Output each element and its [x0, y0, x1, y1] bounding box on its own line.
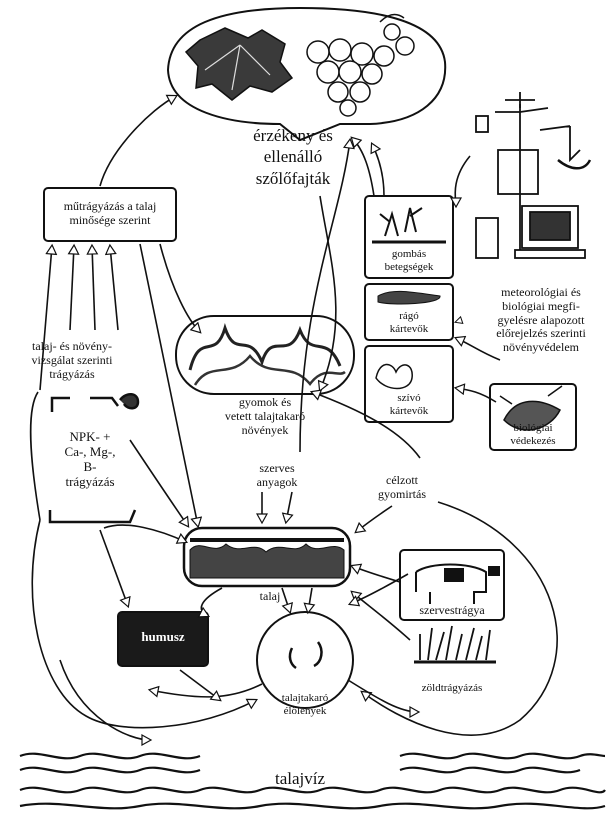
targeted-weeding-line: gyomirtás — [378, 486, 426, 501]
chewing-pests-line: kártevők — [389, 322, 429, 335]
manure-box — [399, 549, 505, 621]
groundwater-waves — [19, 752, 606, 810]
npk-bracket — [48, 393, 140, 524]
biological-control-label: biológiai védekezés — [490, 422, 576, 447]
grape-bunch-icon — [306, 13, 415, 117]
weeds-line: növények — [241, 422, 289, 437]
fertilizing-box — [43, 187, 177, 242]
biological-control-line: védekezés — [510, 434, 556, 447]
weeds-line: gyomok és — [238, 395, 292, 409]
groundwater-label: talajvíz — [274, 769, 326, 788]
fertilizing-label: műtrágyázás a talaj minősége szerint — [44, 199, 176, 228]
forecasting-line: előrejelzés szerinti — [496, 326, 586, 341]
weeds-label: gyomok és vetett talajtakaró növények — [176, 395, 354, 437]
fungal-label: gombás betegségek — [365, 248, 453, 273]
biocontrol-box — [489, 383, 577, 451]
fungal-line: gombás — [391, 248, 427, 260]
soil-organisms-line: talajtakaró — [281, 692, 329, 704]
sucking-pests-line: kártevők — [389, 404, 429, 417]
soil-box — [182, 526, 352, 588]
npk-line: NPK- + — [69, 429, 111, 444]
weeds-line: vetett talajtakaró — [224, 408, 306, 423]
weather-station-icon — [475, 92, 592, 259]
humus-box — [117, 611, 209, 667]
soil-plant-testing-label: talaj- és növény- vizsgálat szerinti trá… — [2, 339, 142, 381]
npk-line: Ca-, Mg-, — [64, 443, 116, 459]
soil-plant-testing-line: vizsgálat szerinti — [31, 352, 113, 367]
forecasting-line: gyelésre alapozott — [497, 312, 585, 327]
humus-label: humusz — [141, 629, 185, 644]
organic-matter-label: szerves anyagok — [232, 461, 322, 490]
fertilizing-line: minősége szerint — [69, 212, 151, 227]
biological-control-line: biológiai — [513, 422, 553, 434]
forecasting-line: meteorológiai és — [501, 285, 581, 299]
chewing-pests-label: rágó kártevők — [365, 310, 453, 335]
resistant-varieties-line: szőlőfajták — [255, 168, 331, 188]
resistant-varieties-line: érzékeny és — [253, 126, 333, 145]
organic-matter-line: szerves — [259, 461, 295, 475]
soil-label: talaj — [259, 589, 281, 603]
manure-label: szervestrágya — [419, 603, 485, 617]
resistant-varieties-line: ellenálló — [263, 147, 323, 167]
soil-plant-testing-line: talaj- és növény- — [32, 339, 112, 353]
npk-line: trágyázás — [65, 473, 115, 489]
soil-organisms-line: élőlények — [283, 704, 327, 717]
npk-label: NPK- + Ca-, Mg-, B- trágyázás — [40, 429, 140, 490]
targeted-weeding-line: célzott — [386, 473, 418, 487]
chewing-pests-line: rágó — [399, 310, 419, 322]
pest-boxes — [364, 195, 454, 423]
flow-arrows — [29, 96, 558, 740]
resistant-varieties-label: érzékeny és ellenálló szőlőfajták — [218, 125, 368, 189]
forecasting-line: növényvédelem — [503, 340, 579, 355]
organic-matter-line: anyagok — [256, 474, 298, 489]
targeted-weeding-label: célzott gyomirtás — [362, 473, 442, 502]
forecasting-line: biológiai megfi- — [502, 298, 580, 313]
fertilizing-line: műtrágyázás a talaj — [63, 199, 157, 213]
fungal-line: betegségek — [384, 260, 434, 273]
weeds-oval — [175, 315, 355, 395]
green-manure-icon — [414, 625, 496, 664]
forecasting-label: meteorológiai és biológiai megfi- gyelés… — [470, 285, 612, 355]
green-manure-label: zöldtrágyázás — [421, 682, 483, 694]
sucking-pests-label: szívó kártevők — [365, 392, 453, 417]
sucking-pests-line: szívó — [397, 392, 421, 404]
grape-leaf-icon — [184, 27, 294, 101]
npk-line: B- — [83, 458, 97, 474]
soil-plant-testing-line: trágyázás — [49, 366, 95, 381]
soil-organisms-label: talajtakaró élőlények — [245, 692, 365, 717]
